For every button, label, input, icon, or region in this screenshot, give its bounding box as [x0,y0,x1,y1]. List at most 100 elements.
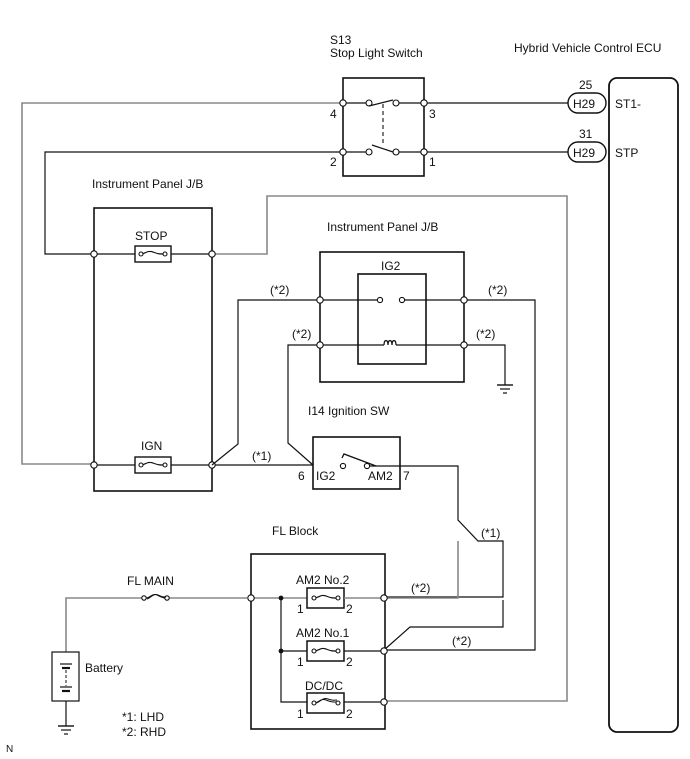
fuse-label: AM2 No.1 [296,626,350,640]
fuse-dcdc-icon [306,692,345,714]
terminal-icon [339,99,347,107]
wire-switch2-to-stop [44,151,340,255]
pin-label: 6 [298,469,305,483]
stop-light-switch: S13 Stop Light Switch 4 3 2 1 [330,33,436,177]
fl-block: FL Block AM2 No.2 1 2 AM2 No.1 1 2 DC/DC… [247,524,388,730]
ecu-pin-number: 25 [579,78,593,92]
pin-label: 2 [330,155,337,169]
stop-switch-body [342,77,425,177]
wire-note: (*2) [270,283,289,297]
ignition-sw-name: I14 Ignition SW [308,404,390,418]
pin-label: 3 [429,107,436,121]
terminal-icon [247,594,255,602]
pin-label: 1 [297,602,304,616]
wire-note: (*1) [481,526,500,540]
wire-am2no2-out [384,541,459,599]
terminal-icon [460,296,468,304]
ecu-signal: ST1- [615,97,641,111]
terminal-icon [380,594,388,602]
fuse-label: DC/DC [305,679,343,693]
terminal-icon [380,647,388,655]
ground-icon [497,384,513,394]
legend-rhd: *2: RHD [122,725,166,739]
pin-label: 1 [297,655,304,669]
pin-label: 1 [297,707,304,721]
ignition-contact-icon [341,453,377,467]
wire-coil-to-sw-ig2 [287,344,317,466]
connector-h29-stp [567,141,607,163]
terminal-icon [420,99,428,107]
fuse-label: AM2 No.2 [296,573,350,587]
wire-ign-to-ig2-relay [211,299,320,466]
ignition-switch: I14 Ignition SW 6 7 IG2 AM2 [298,404,410,490]
terminal-icon [460,341,468,349]
ground-icon [58,725,74,735]
ignition-sw-body [312,436,401,490]
relay-coil-icon [383,339,397,346]
terminal-icon [316,296,324,304]
legend-lhd: *1: LHD [122,710,164,724]
pin-label: 2 [346,602,353,616]
ecu-pin-number: 31 [579,127,593,141]
wire-coil-ground [467,344,506,385]
pin-label: 7 [403,469,410,483]
terminal-name: AM2 [368,469,393,483]
wire-battery-fl-main [65,597,247,652]
contact-icon [392,148,400,156]
connector-h29-st1 [567,92,607,114]
terminal-icon [316,341,324,349]
relay-contact-icon [376,296,384,304]
fuse-label: STOP [135,229,167,243]
wire-note: (*2) [476,327,495,341]
stop-switch-name: Stop Light Switch [330,46,423,60]
stop-switch-code: S13 [330,33,352,47]
connector-label: H29 [573,97,595,111]
wire-am2-to-fuses [384,465,504,598]
wire-ign-to-switch4 [21,102,343,465]
hybrid-ecu: Hybrid Vehicle Control ECU H29 25 ST1- H… [514,41,679,733]
relay-label: IG2 [381,259,401,273]
pin-label: 4 [330,107,337,121]
terminal-icon [90,461,98,469]
ip-jb-right-name: Instrument Panel J/B [327,220,438,234]
wire-note: (*2) [452,634,471,648]
wire-am2no1-kink [383,600,504,651]
contact-icon [365,148,373,156]
pin-label: 1 [429,155,436,169]
terminal-icon [90,250,98,258]
terminal-icon [420,148,428,156]
contact-icon [392,99,400,107]
terminal-icon [380,698,388,706]
watermark: N [6,744,13,755]
battery-label: Battery [85,661,123,675]
terminal-icon [208,250,216,258]
fl-block-body [250,553,386,730]
battery: Battery [51,651,123,702]
relay-contact-icon [398,296,406,304]
pin-label: 2 [346,655,353,669]
pin-label: 2 [346,707,353,721]
wire-note: (*1) [252,449,271,463]
wire-note: (*2) [411,581,430,595]
ig2-relay-body [357,273,427,365]
wire-note: (*2) [292,327,311,341]
fl-block-name: FL Block [272,524,319,538]
fl-main-label: FL MAIN [127,574,174,588]
terminal-icon [339,148,347,156]
wire-note: (*2) [488,283,507,297]
wire-ecu-dcdc-loop [212,195,568,702]
ip-jb-right-body [319,251,465,383]
terminal-name: IG2 [316,469,336,483]
ip-jb-left: Instrument Panel J/B STOP IGN [90,177,216,492]
ip-jb-left-name: Instrument Panel J/B [92,177,203,191]
ip-jb-left-body [93,207,213,492]
ecu-body [608,77,679,733]
ecu-signal: STP [615,146,638,160]
fl-main-fusible-link-icon [141,594,170,601]
ip-jb-right: Instrument Panel J/B IG2 [316,220,468,383]
ecu-name: Hybrid Vehicle Control ECU [514,41,661,55]
connector-label: H29 [573,146,595,160]
wire-ig2-to-am2no1 [384,299,536,651]
fuse-label: IGN [141,439,162,453]
